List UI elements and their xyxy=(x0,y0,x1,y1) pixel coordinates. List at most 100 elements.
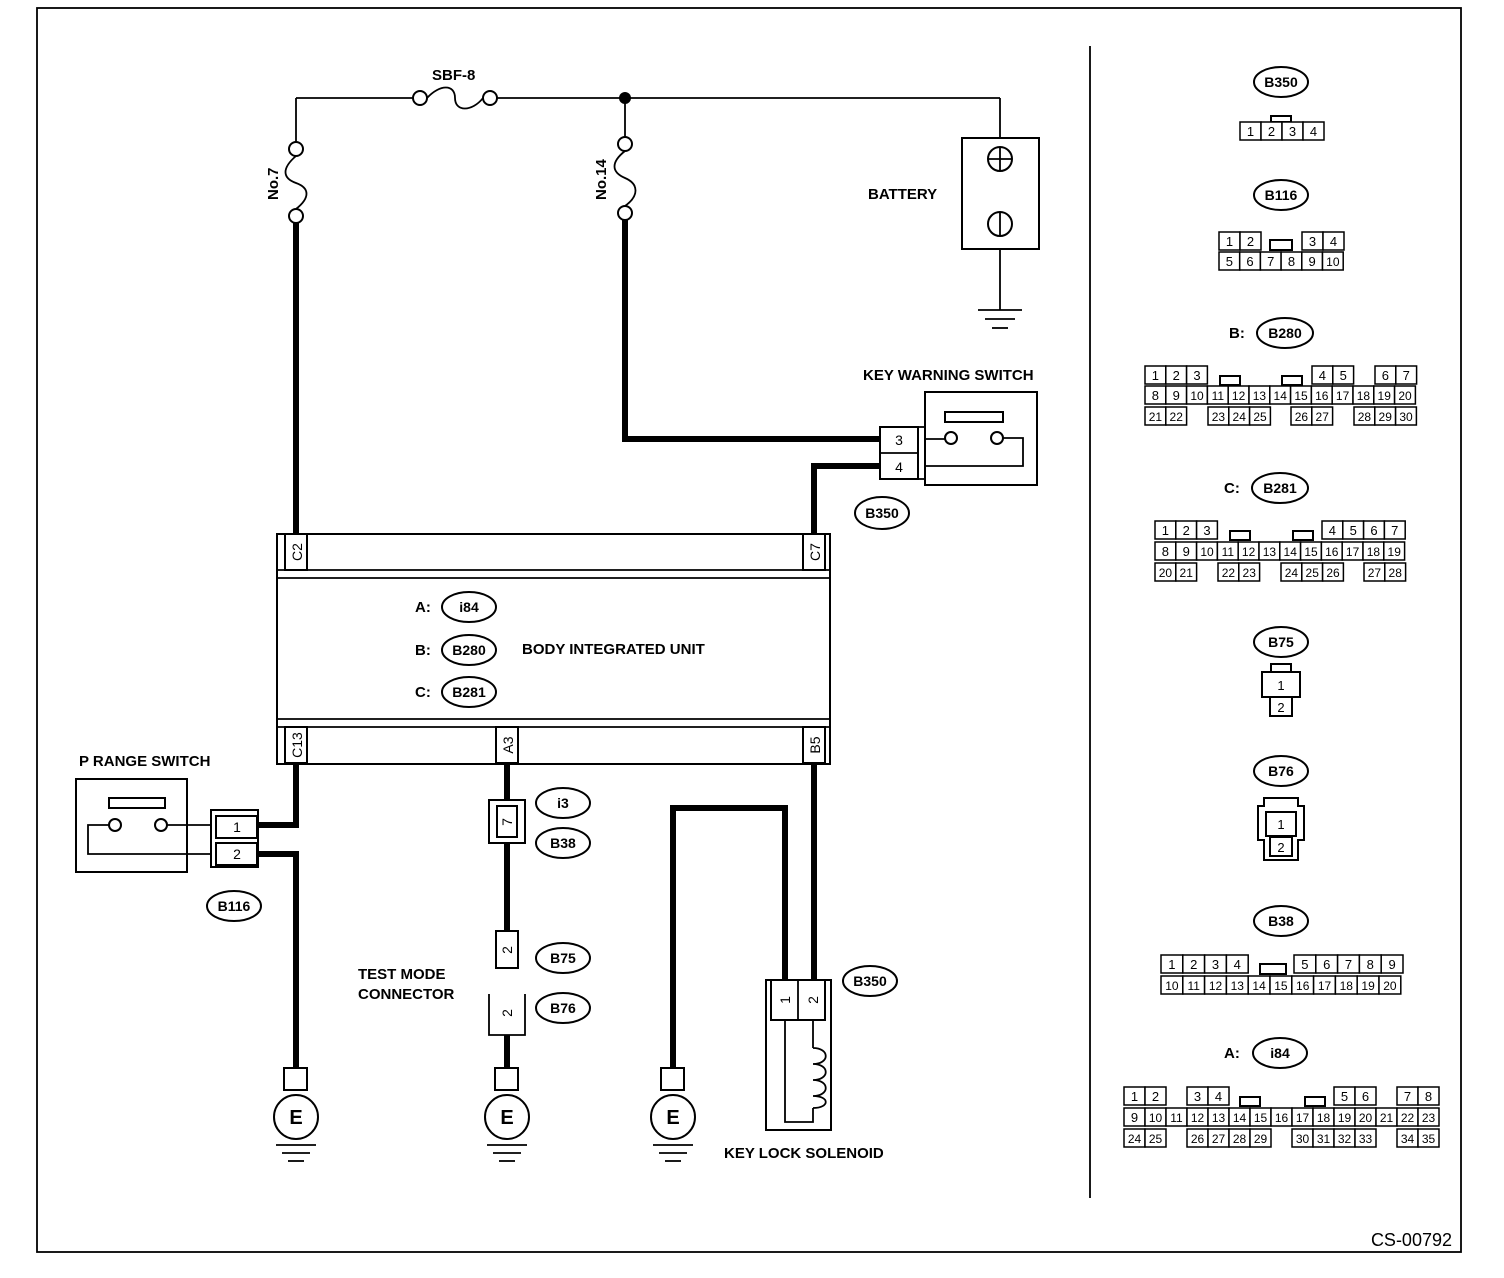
connector-pin-cell xyxy=(1175,562,1198,582)
connector-pin-number: 28 xyxy=(1358,410,1372,424)
connector-pin-number: 18 xyxy=(1357,389,1371,403)
connector-pin-number: 27 xyxy=(1316,410,1330,424)
connector-pin-number: 8 xyxy=(1152,388,1159,403)
connector-pin-number: 3 xyxy=(1194,1089,1201,1104)
connector-pin-number: 23 xyxy=(1422,1111,1436,1125)
connector-pin-number: 6 xyxy=(1246,254,1253,269)
key-warning-switch-title: KEY WARNING SWITCH xyxy=(863,367,1034,384)
b350-solenoid-connector-badge xyxy=(842,965,898,997)
connector-pin-number: 4 xyxy=(1215,1089,1222,1104)
biu-connector-b-badge xyxy=(441,634,497,666)
connector-pin-number: 20 xyxy=(1398,389,1412,403)
connector-pin-number: 21 xyxy=(1149,410,1163,424)
connector-pin-number: 8 xyxy=(1288,254,1295,269)
connector-pin-number: 24 xyxy=(1285,566,1299,580)
p-range-switch: P RANGE SWITCH 1 2 B116 xyxy=(75,753,262,922)
connector-pin-number: 9 xyxy=(1173,388,1180,403)
connector-pin-number: 4 xyxy=(1330,234,1337,249)
svg-text:1: 1 xyxy=(1277,678,1284,693)
connector-pin-cell xyxy=(1321,251,1344,271)
connector-pin-number: 17 xyxy=(1318,979,1332,993)
connector-pin-number: 17 xyxy=(1336,389,1350,403)
svg-text:B116: B116 xyxy=(1265,187,1298,203)
connector-pin-number: 2 xyxy=(1183,523,1190,538)
connector-pin-number: 16 xyxy=(1315,389,1329,403)
connector-pin-cell xyxy=(1378,975,1402,995)
connector-pin-cell xyxy=(1248,406,1272,426)
connector-pin-number: 14 xyxy=(1274,389,1288,403)
connector-pin-number: 30 xyxy=(1399,410,1413,424)
biu-connector-b-prefix: B: xyxy=(415,642,431,659)
connector-pin-number: 29 xyxy=(1254,1132,1268,1146)
connector-pin-cell xyxy=(1322,231,1345,251)
connector-pin-number: 22 xyxy=(1222,566,1236,580)
connector-pin-number: 8 xyxy=(1425,1089,1432,1104)
svg-text:B76: B76 xyxy=(1268,763,1294,779)
connector-pin-cell xyxy=(1207,1086,1230,1106)
connector-pin-number: 12 xyxy=(1209,979,1223,993)
connector-pin-number: 5 xyxy=(1350,523,1357,538)
connector-pin-number: 13 xyxy=(1231,979,1245,993)
biu-connector-a-badge xyxy=(441,591,497,623)
connector-pin-number: 6 xyxy=(1370,523,1377,538)
connector-pin-number: 19 xyxy=(1388,545,1402,559)
figure-code: CS-00792 xyxy=(1371,1230,1452,1250)
connector-pin-number: 16 xyxy=(1296,979,1310,993)
terminal-a3: A3 xyxy=(500,736,516,753)
connector-pin-cell xyxy=(1195,520,1219,540)
connector-pin-number: 16 xyxy=(1275,1111,1289,1125)
connector-pin-number: 15 xyxy=(1294,389,1308,403)
connector-pin-number: 13 xyxy=(1253,389,1267,403)
connector-pin-number: 1 xyxy=(1226,234,1233,249)
key-lock-solenoid: 1 2 B350 KEY LOCK SOLENOID xyxy=(724,965,898,1162)
terminal-c13: C13 xyxy=(289,732,305,758)
connector-pin-number: 25 xyxy=(1306,566,1320,580)
svg-text:B281: B281 xyxy=(1263,480,1297,496)
svg-text:B38: B38 xyxy=(550,835,576,851)
svg-text:B116: B116 xyxy=(218,898,251,914)
connector-view-b75: B75 1 2 xyxy=(1253,626,1309,717)
connector-pin-cell xyxy=(1225,954,1249,974)
connector-pin-number: 28 xyxy=(1389,566,1403,580)
connector-pin-number: 11 xyxy=(1170,1111,1183,1125)
connector-pin-number: 24 xyxy=(1233,410,1247,424)
connector-pin-number: 15 xyxy=(1274,979,1288,993)
sbf-8-fuse: SBF-8 xyxy=(412,67,498,110)
connector-pin-number: 10 xyxy=(1200,545,1214,559)
connector-pin-number: 4 xyxy=(1310,124,1317,139)
connector-pin-number: 5 xyxy=(1301,957,1308,972)
connector-pin-number: 32 xyxy=(1338,1132,1352,1146)
biu-connector-c-badge xyxy=(441,676,497,708)
connector-pin-number: 1 xyxy=(1247,124,1254,139)
p-range-pin-2: 2 xyxy=(233,846,241,862)
b76-pin-2: 2 xyxy=(499,1009,515,1017)
connector-pin-number: 7 xyxy=(1404,1089,1411,1104)
sbf-8-label: SBF-8 xyxy=(432,67,475,84)
connector-pin-cell xyxy=(1185,365,1209,385)
connector-pin-number: 20 xyxy=(1383,979,1397,993)
connector-pin-cell xyxy=(1417,1107,1440,1127)
svg-text:B350: B350 xyxy=(853,973,887,989)
ground-e-icon xyxy=(650,1094,696,1140)
connector-pin-number: 13 xyxy=(1263,545,1277,559)
connector-pin-number: 9 xyxy=(1131,1110,1138,1125)
biu-connector-a-prefix: A: xyxy=(415,599,431,616)
connector-pin-number: 2 xyxy=(1268,124,1275,139)
connector-pin-number: 7 xyxy=(1345,957,1352,972)
i3-connector-badge xyxy=(535,787,591,819)
connector-pin-cell xyxy=(1395,365,1418,385)
p-range-switch-title: P RANGE SWITCH xyxy=(79,753,210,770)
connector-pin-number: 14 xyxy=(1284,545,1298,559)
connector-pin-number: 5 xyxy=(1226,254,1233,269)
